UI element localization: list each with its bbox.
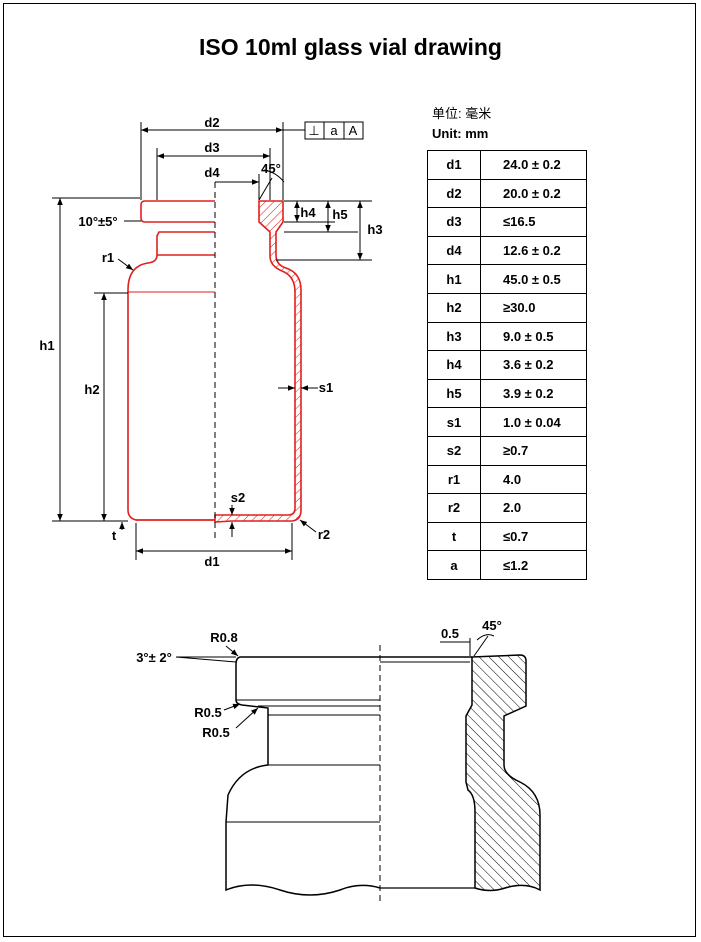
label-d4: d4 <box>204 165 220 180</box>
detail-angle3: 3°± 2° <box>136 650 172 665</box>
spec-value: ≤16.5 <box>480 207 587 237</box>
detail-r08: R0.8 <box>210 630 237 645</box>
datum-tolerance: a <box>330 123 338 138</box>
spec-param: s2 <box>427 435 481 466</box>
spec-value: 3.9 ± 0.2 <box>480 378 587 409</box>
spec-value: 3.6 ± 0.2 <box>480 350 587 380</box>
label-r1: r1 <box>102 250 114 265</box>
units-note: 单位: 毫米 Unit: mm <box>432 104 491 144</box>
spec-param: d2 <box>427 178 481 209</box>
label-s2: s2 <box>231 490 245 505</box>
detail-r05a: R0.5 <box>194 705 221 720</box>
spec-value: ≤1.2 <box>480 550 587 580</box>
drawing-frame <box>3 3 696 937</box>
spec-param: h4 <box>427 350 481 380</box>
datum-frame: ⊥ a A <box>304 121 364 140</box>
spec-param: s1 <box>427 407 481 437</box>
spec-row: a≤1.2 <box>427 550 587 580</box>
label-angle-45: 45° <box>261 161 281 176</box>
vial-wall-section <box>214 200 302 523</box>
units-en: Unit: mm <box>432 126 489 141</box>
spec-param: a <box>427 550 481 580</box>
label-h1: h1 <box>39 338 54 353</box>
label-d3: d3 <box>204 140 219 155</box>
datum-label: A <box>349 123 358 138</box>
detail-chamfer: 0.5 <box>441 626 459 641</box>
label-s1: s1 <box>319 380 333 395</box>
spec-param: h3 <box>427 321 481 352</box>
units-cn: 单位: 毫米 <box>432 106 492 121</box>
label-r2: r2 <box>318 527 330 542</box>
spec-param: d1 <box>427 150 481 180</box>
spec-param: d4 <box>427 235 481 266</box>
vial-outline <box>127 200 215 521</box>
drawing-title: ISO 10ml glass vial drawing <box>199 34 502 60</box>
detail-r05b: R0.5 <box>202 725 229 740</box>
label-h2: h2 <box>84 382 99 397</box>
label-t: t <box>112 528 117 543</box>
label-flange-angle: 10°±5° <box>78 214 117 229</box>
spec-row: d3≤16.5 <box>427 207 587 237</box>
label-h3: h3 <box>367 222 382 237</box>
label-d2: d2 <box>204 115 219 130</box>
spec-value: 4.0 <box>480 464 587 495</box>
neck-detail <box>175 634 541 905</box>
label-h5: h5 <box>332 207 347 222</box>
detail-angle45: 45° <box>482 618 502 633</box>
datum-symbol: ⊥ <box>308 123 319 138</box>
label-h4: h4 <box>300 205 316 220</box>
spec-param: h1 <box>427 264 481 294</box>
spec-value: 45.0 ± 0.5 <box>480 264 587 294</box>
spec-row: s2≥0.7 <box>427 435 587 466</box>
spec-value: 24.0 ± 0.2 <box>480 150 587 180</box>
label-d1: d1 <box>204 554 219 569</box>
